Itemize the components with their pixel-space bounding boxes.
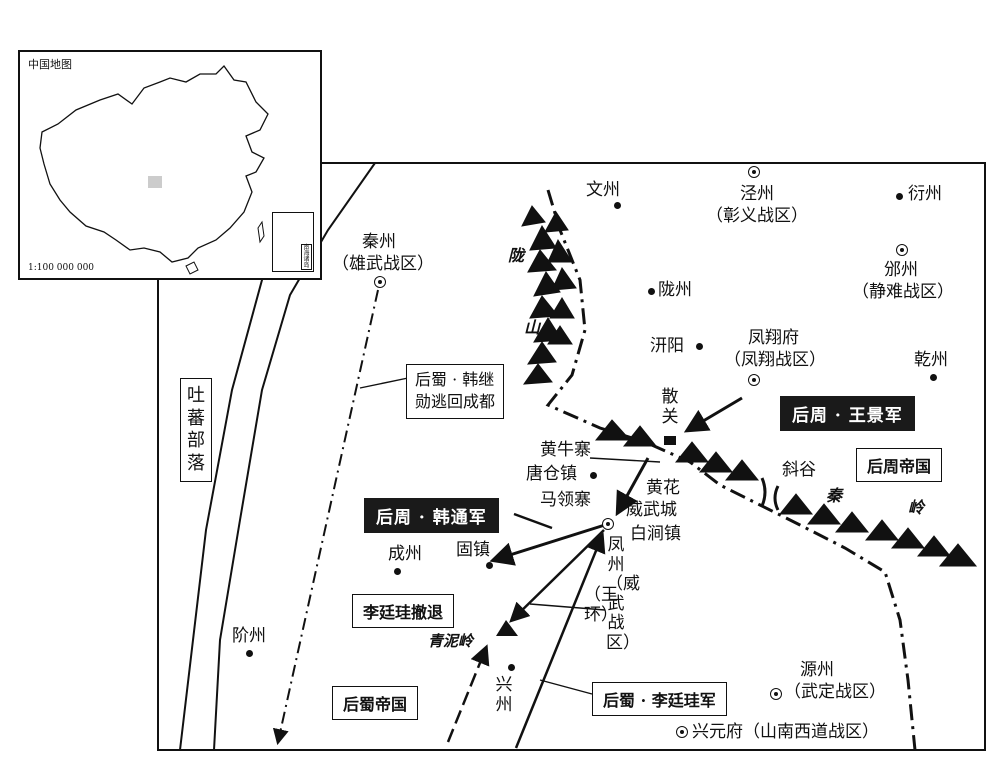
place-qinzhou-marker [374,276,386,288]
li-tinggui-advance-arrow [514,532,606,749]
army-han-tong: 后周 · 韩通军 [364,498,499,533]
place-chengzhou: 成州 [388,544,422,564]
place-fengzhou: 凤州（威武战区） [606,535,640,653]
place-wenzhou-marker [614,202,621,209]
region-later-zhou: 后周帝国 [856,448,943,482]
place-xingyuanfu-marker [676,726,688,738]
place-huanghua: 黄花 [646,478,680,498]
place-qianyang: 汧阳 [650,336,684,356]
army-li-tinggui-retreat: 李廷珪撤退 [352,594,455,628]
place-yuanzhou-marker [770,688,782,700]
army-wang-jing: 后周 · 王景军 [780,396,915,431]
long-mountains [521,205,577,385]
place-binzhou: 邠州 [884,260,918,280]
place-wanghuan: （王环） [584,585,618,625]
place-jingzhou-sub: （彰义战区） [706,206,808,226]
place-xingzhou-marker [508,664,515,671]
sanguan-pass-icon [664,436,676,445]
place-wenzhou: 文州 [586,180,620,200]
region-later-shu: 后蜀帝国 [332,686,419,720]
range-long-2: 山 [524,318,541,337]
place-malingzhai: 马领寨 [540,490,591,510]
qin-mountains [594,419,978,567]
place-longzhou-marker [648,288,655,295]
place-jiezhou-marker [246,650,253,657]
place-jiezhou: 阶州 [232,626,266,646]
note-han-jixun-line-2: 勋逃回成都 [415,392,496,412]
place-fengxiangfu: 凤翔府 [748,328,799,348]
place-fengzhou-marker [602,518,614,530]
china-outline [39,64,269,275]
place-tangcangzhen-marker [590,472,597,479]
place-jingzhou: 泾州 [740,184,774,204]
place-binzhou-sub: （静难战区） [852,282,954,302]
range-qin-2: 岭 [908,498,925,517]
xiegu-pass [760,477,780,511]
note-han-jixun-line-1: 后蜀 · 韩继 [415,370,495,389]
china-inset-map: 中国地图 南海诸岛 1:100 000 000 [18,50,322,280]
place-binzhou-marker [896,244,908,256]
place-fengxiangfu-marker [748,374,760,386]
south-sea-label: 南海诸岛 [301,244,312,270]
qingniling-peak [496,620,518,636]
place-qingniling: 青泥岭 [428,632,474,650]
place-guzhen-marker [486,562,493,569]
place-xingyuanfu: 兴元府（山南西道战区） [692,722,879,742]
place-qianzhou-marker [930,374,937,381]
inset-scale: 1:100 000 000 [28,263,95,273]
li-tinggui-retreat-arrow-2 [446,644,490,743]
place-tangcangzhen: 唐仓镇 [526,464,577,484]
place-jingzhou-marker [748,166,760,178]
place-yuanzhou-sub: （武定战区） [784,682,886,702]
highlight-region [148,176,162,188]
han-jixun-retreat-line [272,289,379,746]
place-qianyang-marker [696,343,703,350]
han-tong-to-fengzhou [513,512,553,530]
place-yanzhou: 衍州 [908,184,942,204]
place-qinzhou-sub: （雄武战区） [332,254,434,274]
place-yanzhou-marker [896,193,903,200]
place-yuanzhou: 源州 [800,660,834,680]
place-qianzhou: 乾州 [914,350,948,370]
place-huangniuzhai: 黄牛寨 [540,440,591,460]
han-tong-arrow [489,522,609,566]
place-guzhen: 固镇 [456,540,490,560]
wang-jing-arrow [683,396,743,433]
label-leader-lines [359,377,661,695]
army-li-tinggui: 后蜀 · 李廷珪军 [592,682,727,716]
place-chengzhou-marker [394,568,401,575]
south-china-sea-inset: 南海诸岛 [272,212,314,272]
place-xingzhou: 兴州 [495,675,513,715]
place-sanguan: 散关 [661,387,679,427]
place-baijianzhen: 白涧镇 [630,524,681,544]
range-qin-1: 秦 [826,486,843,505]
place-qinzhou: 秦州 [362,232,396,252]
note-han-jixun: 后蜀 · 韩继 勋逃回成都 [406,364,505,419]
place-xiegu: 斜谷 [782,460,816,480]
place-weiwucheng: 威武城 [626,500,677,520]
region-tubo: 吐蕃部落 [180,378,212,482]
huanghua-attack-arrow [615,457,650,517]
range-long-1: 陇 [508,246,525,265]
place-longzhou: 陇州 [658,280,692,300]
place-fengxiangfu-sub: （凤翔战区） [724,350,826,370]
inset-title: 中国地图 [28,58,72,71]
